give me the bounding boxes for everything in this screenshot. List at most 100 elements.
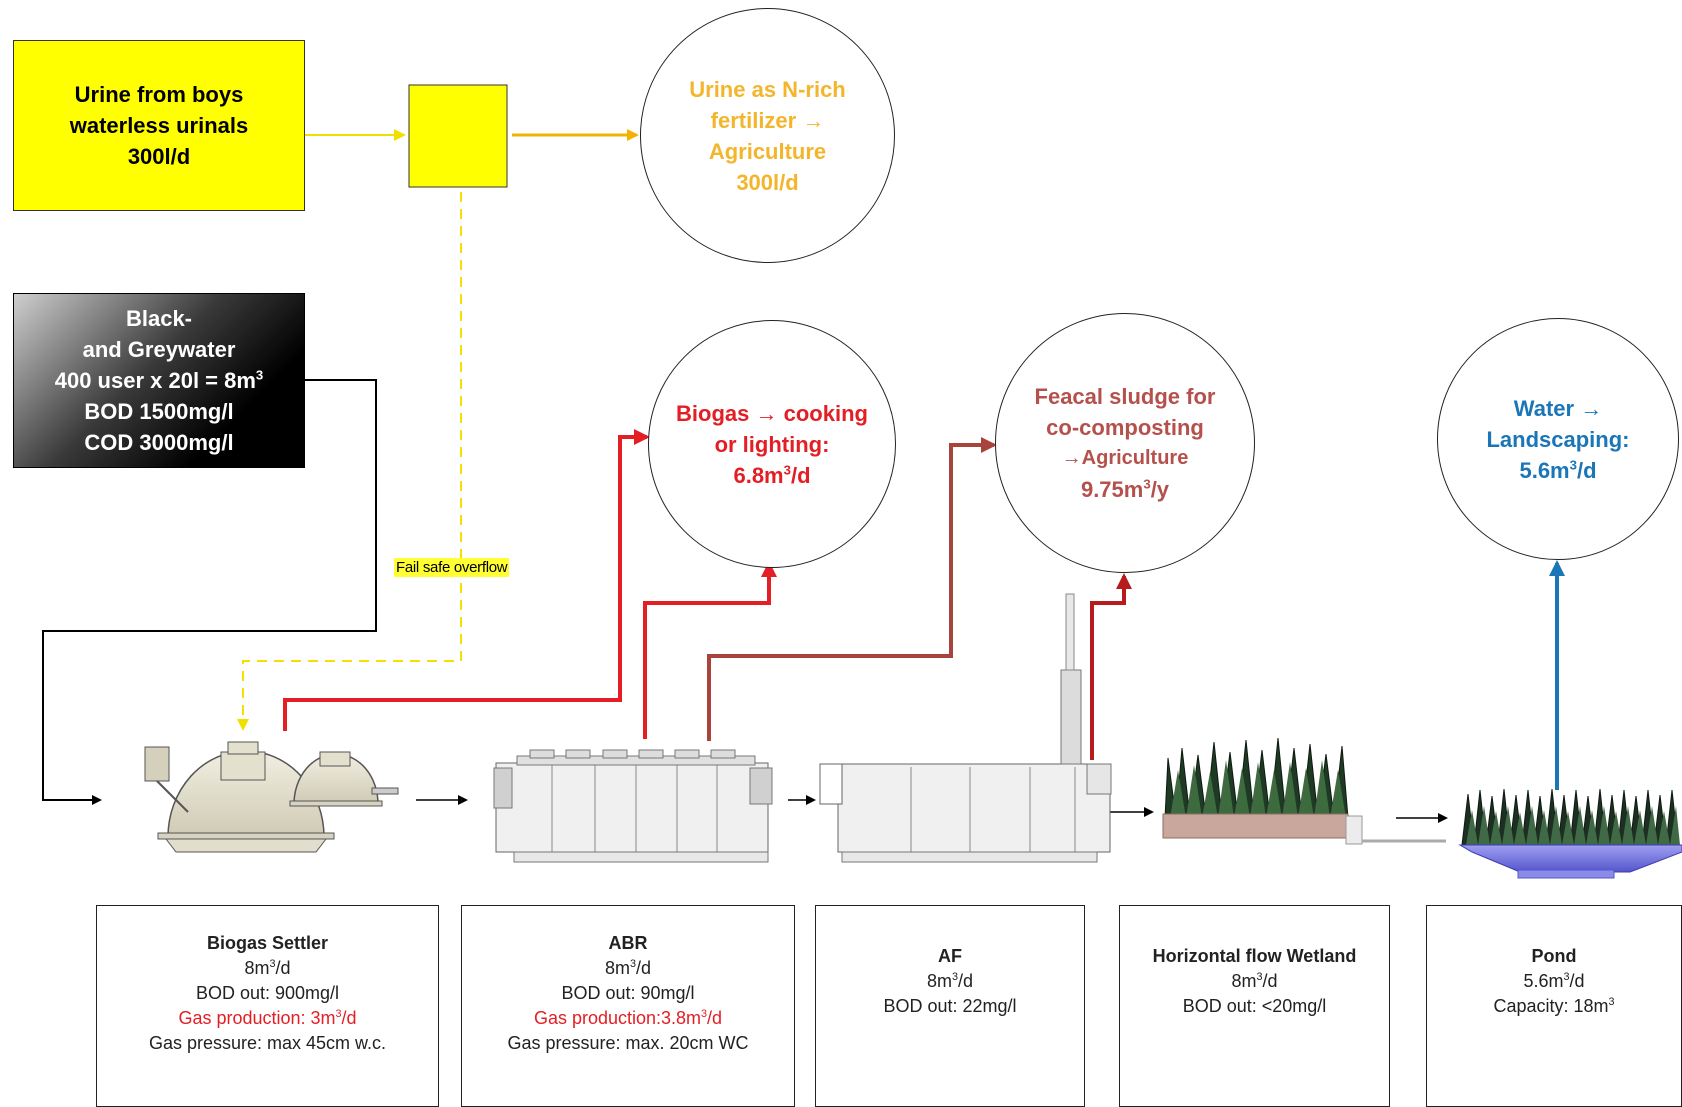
water-output-circle: Water → Landscaping: 5.6m3/d (1437, 318, 1679, 560)
biogas-settler-info-box: Biogas Settler 8m3/d BOD out: 900mg/l Ga… (96, 905, 439, 1107)
af-sludge-line (1090, 573, 1132, 760)
sludge-output-line1: Feacal sludge for (1034, 384, 1216, 409)
pond-illustration (1458, 788, 1682, 879)
abr-flow-sup: 3 (629, 957, 636, 970)
biogas-output-value: 6.8m (733, 462, 784, 488)
urine-source-line1: Urine from boys (74, 82, 244, 107)
af-info-box: AF 8m3/d BOD out: 22mg/l (815, 905, 1085, 1107)
wetland-illustration (1162, 737, 1446, 845)
settler-gas-value: Gas production: 3m (178, 1007, 336, 1028)
fail-safe-overflow-label: Fail safe overflow (394, 558, 510, 577)
biogas-output-circle: Biogas → cooking or lighting: 6.8m3/d (648, 320, 896, 568)
water-output-sup: 3 (1569, 457, 1577, 473)
abr-biogas-line (643, 561, 777, 739)
blackwater-source-box: Black- and Greywater 400 user x 20l = 8m… (13, 293, 305, 468)
pond-flow: 5.6m3/d (1523, 969, 1584, 994)
af-illustration (819, 593, 1112, 863)
settler-flow-sup: 3 (269, 957, 276, 970)
blackwater-line3: 400 user x 20l = 8m3 (55, 365, 264, 396)
pond-capacity-value: Capacity: 18m (1493, 995, 1609, 1016)
blackwater-line2: and Greywater (82, 337, 236, 362)
blackwater-line3-sup: 3 (255, 367, 264, 383)
wetland-bod: BOD out: <20mg/l (1182, 995, 1327, 1016)
af-flow-sup: 3 (951, 970, 958, 983)
settler-pressure: Gas pressure: max 45cm w.c. (148, 1032, 387, 1053)
water-output-line2: Landscaping: (1486, 426, 1630, 452)
urine-fertilizer-circle: Urine as N-rich fertilizer → Agriculture… (640, 8, 895, 263)
abr-gas: Gas production:3.8m3/d (534, 1006, 722, 1031)
settler-bod: BOD out: 900mg/l (195, 982, 340, 1003)
abr-info-box: ABR 8m3/d BOD out: 90mg/l Gas production… (461, 905, 795, 1107)
pond-flow-value: 5.6m (1523, 970, 1564, 991)
settler-biogas-line (283, 429, 650, 731)
sludge-output-unit: /y (1150, 477, 1170, 502)
af-flow-unit: /d (958, 970, 974, 991)
af-bod: BOD out: 22mg/l (883, 995, 1017, 1016)
water-output-line1: Water → (1513, 395, 1603, 421)
urine-collection-tank (408, 84, 508, 188)
af-flow: 8m3/d (927, 969, 973, 994)
urine-source-line2: waterless urinals (69, 113, 249, 138)
settler-flow-unit: /d (275, 957, 291, 978)
sludge-output-line4: 9.75m3/y (1081, 474, 1169, 505)
settler-gas-unit: /d (341, 1007, 357, 1028)
sludge-output-value: 9.75m (1080, 477, 1144, 502)
abr-flow-value: 8m (604, 957, 630, 978)
abr-gas-value: Gas production:3.8m (533, 1007, 702, 1028)
blackwater-line4: BOD 1500mg/l (84, 399, 234, 424)
water-output-unit: /d (1576, 457, 1597, 483)
blackwater-line1: Black- (125, 306, 193, 331)
abr-flow-unit: /d (636, 957, 652, 978)
pond-capacity: Capacity: 18m3 (1493, 994, 1614, 1019)
pond-flow-unit: /d (1569, 970, 1585, 991)
urine-source-box: Urine from boys waterless urinals 300l/d (13, 40, 305, 211)
abr-pressure: Gas pressure: max. 20cm WC (507, 1032, 749, 1053)
pond-flow-sup: 3 (1563, 970, 1570, 983)
sludge-output-line3: →Agriculture (1061, 447, 1189, 469)
settler-gas: Gas production: 3m3/d (178, 1006, 356, 1031)
abr-bod: BOD out: 90mg/l (561, 982, 695, 1003)
blackwater-line5: COD 3000mg/l (84, 430, 234, 455)
water-output-value: 5.6m (1519, 457, 1570, 483)
wetland-flow: 8m3/d (1231, 969, 1277, 994)
abr-flow: 8m3/d (605, 956, 651, 981)
pond-title: Pond (1531, 945, 1577, 966)
wetland-flow-unit: /d (1262, 970, 1278, 991)
sludge-output-circle: Feacal sludge for co-composting →Agricul… (995, 313, 1255, 573)
biogas-settler-illustration (144, 741, 399, 853)
biogas-output-sup: 3 (783, 462, 791, 478)
sludge-output-line2: co-composting (1046, 415, 1204, 440)
wetland-flow-sup: 3 (1256, 970, 1263, 983)
abr-sludge-line (707, 437, 997, 741)
wetland-title: Horizontal flow Wetland (1152, 945, 1357, 966)
af-title: AF (938, 945, 962, 966)
blackwater-line3-text: 400 user x 20l = 8m (54, 368, 256, 393)
pond-info-box: Pond 5.6m3/d Capacity: 18m3 (1426, 905, 1682, 1107)
blackwater-inflow-line (42, 379, 377, 805)
sludge-output-sup: 3 (1143, 476, 1151, 492)
urine-output-line1: Urine as N-rich (689, 76, 846, 102)
urine-source-line3: 300l/d (127, 144, 191, 169)
abr-gas-sup: 3 (701, 1007, 708, 1020)
wetland-flow-value: 8m (1231, 970, 1257, 991)
settler-gas-sup: 3 (335, 1007, 342, 1020)
abr-illustration (493, 749, 773, 863)
biogas-output-line3: 6.8m3/d (733, 460, 810, 491)
biogas-output-line1: Biogas → cooking (676, 400, 868, 426)
fail-safe-overflow-line (237, 192, 462, 731)
biogas-output-unit: /d (790, 462, 811, 488)
urine-output-line3: Agriculture (708, 138, 827, 164)
pond-capacity-sup: 3 (1608, 995, 1615, 1008)
urine-output-line2: fertilizer → (710, 107, 825, 133)
water-output-line3: 5.6m3/d (1519, 455, 1596, 486)
abr-title: ABR (608, 932, 648, 953)
settler-title: Biogas Settler (206, 932, 329, 953)
af-flow-value: 8m (926, 970, 952, 991)
urine-output-line4: 300l/d (736, 169, 799, 195)
abr-gas-unit: /d (707, 1007, 723, 1028)
settler-flow-value: 8m (244, 957, 270, 978)
wetland-info-box: Horizontal flow Wetland 8m3/d BOD out: <… (1119, 905, 1390, 1107)
biogas-output-line2: or lighting: (714, 431, 830, 457)
settler-flow: 8m3/d (244, 956, 290, 981)
